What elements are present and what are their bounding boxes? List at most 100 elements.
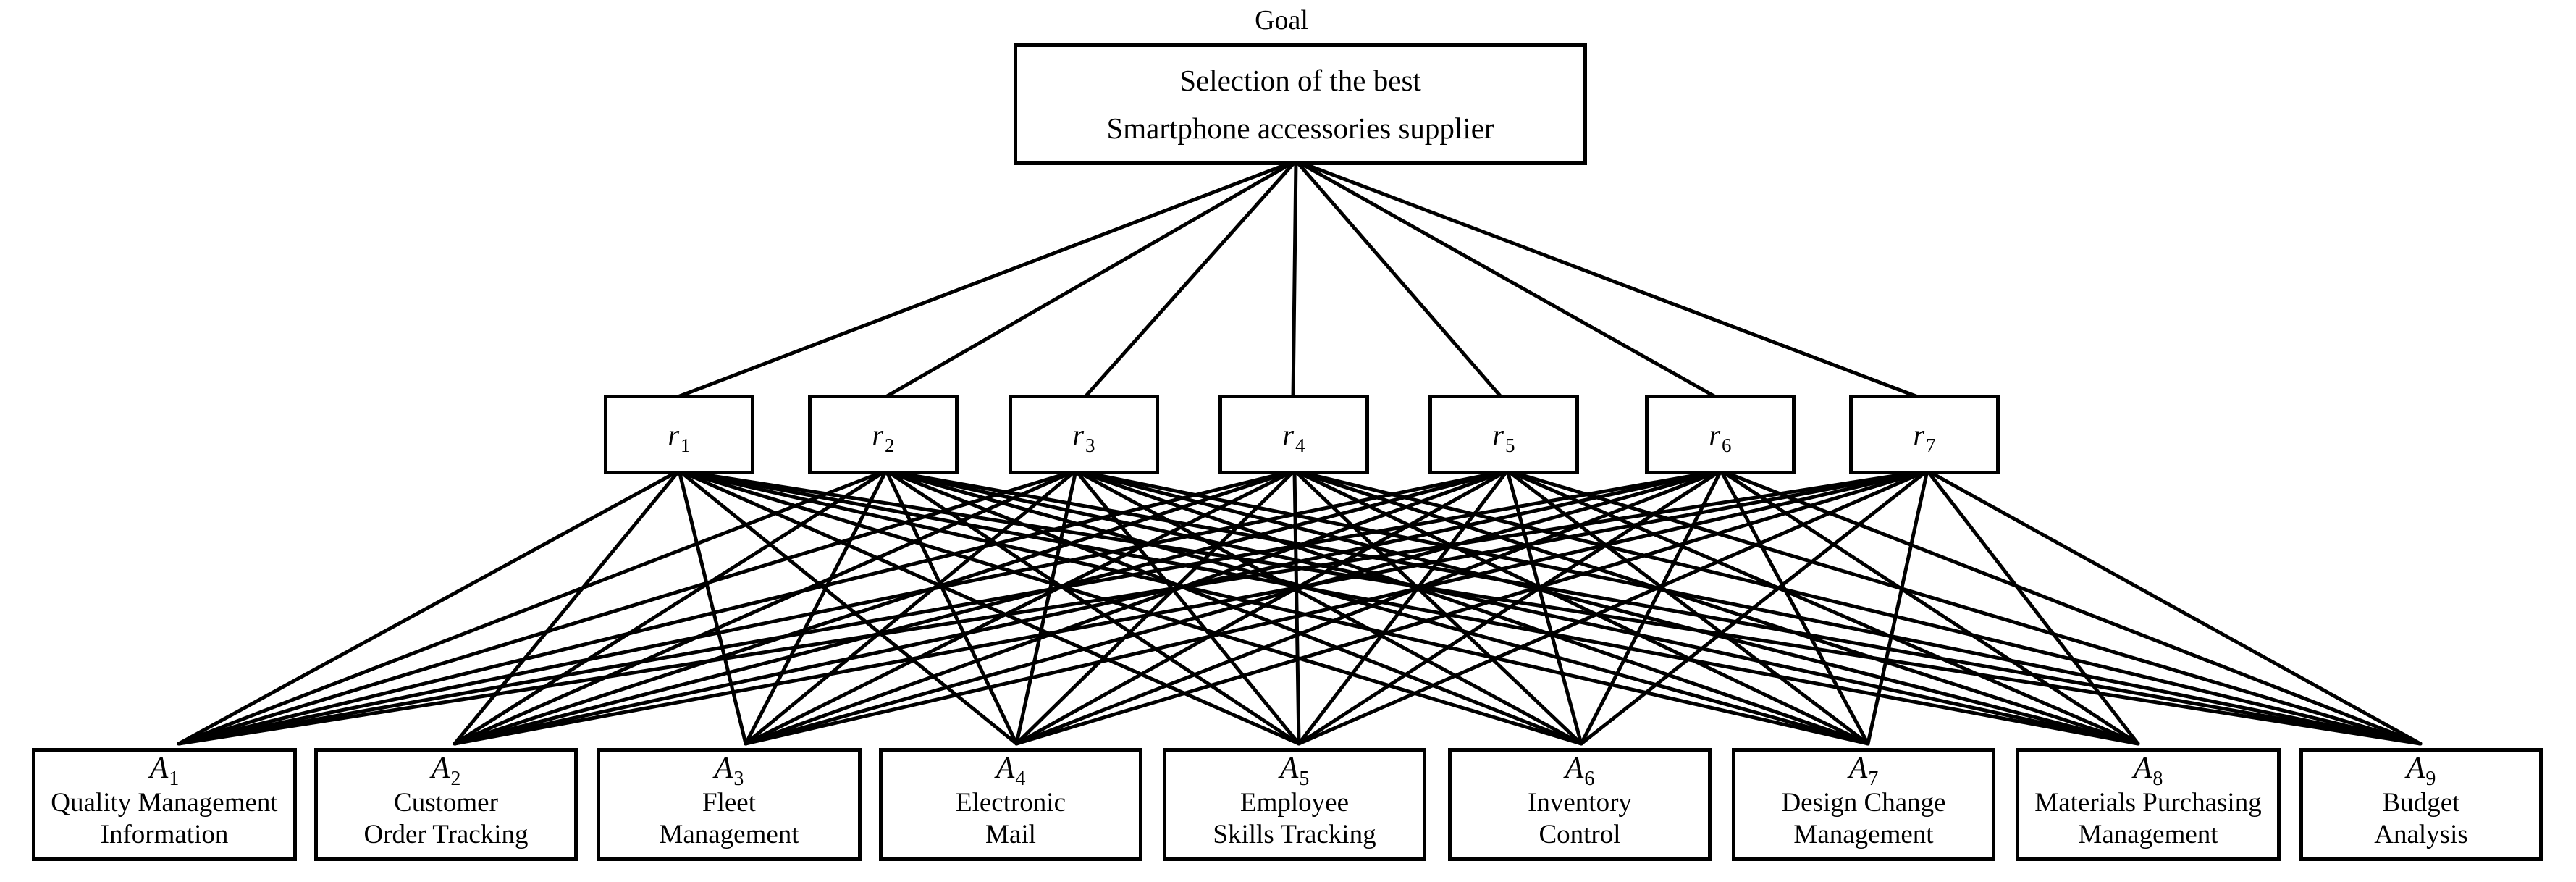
r6-to-a2-link <box>453 469 1723 746</box>
goal-to-r2-link <box>881 159 1298 400</box>
goal-line-1: Selection of the best <box>1179 64 1421 97</box>
r7-to-a5-link <box>1297 469 1929 746</box>
r7-to-a9-link <box>1925 469 2423 746</box>
criterion-r7: r7 <box>1849 395 2000 474</box>
r7-to-a4-link <box>1014 469 1929 746</box>
criterion-r3: r3 <box>1009 395 1159 474</box>
r4-to-a5-link <box>1292 469 1301 746</box>
r7-to-a8-link <box>1925 469 2140 746</box>
alternative-line-1: Customer <box>394 788 498 818</box>
r3-to-a9-link <box>1074 469 2423 746</box>
alternative-a4: A4 Electronic Mail <box>879 748 1142 861</box>
r3-to-a2-link <box>453 469 1078 746</box>
goal-box: Selection of the best Smartphone accesso… <box>1014 43 1587 165</box>
alternative-subscript: 8 <box>2152 768 2163 790</box>
r2-to-a7-link <box>884 469 1870 746</box>
r6-to-a8-link <box>1719 469 2140 746</box>
r2-to-a3-link <box>744 469 888 746</box>
r4-to-a1-link <box>177 469 1297 746</box>
alternative-subscript: 4 <box>1015 768 1026 790</box>
alternative-subscript: 3 <box>733 768 744 790</box>
alternative-a6: A6 Inventory Control <box>1448 748 1712 861</box>
alternative-a8: A8 Materials Purchasing Management <box>2016 748 2281 861</box>
alternative-subscript: 9 <box>2425 768 2436 790</box>
alternative-symbol: A <box>149 752 169 785</box>
criterion-r5: r5 <box>1428 395 1579 474</box>
alternative-line-2: Management <box>659 820 799 849</box>
criterion-symbol: r <box>1492 418 1504 451</box>
r3-to-a8-link <box>1074 469 2140 746</box>
alternative-line-1: Design Change <box>1781 788 1946 818</box>
alternative-line-2: Mail <box>985 820 1036 849</box>
r3-to-a3-link <box>744 469 1078 746</box>
goal-to-r6-link <box>1294 159 1720 400</box>
r7-to-a7-link <box>1866 469 1929 746</box>
alternative-a1: A1 Quality Management Information <box>32 748 297 861</box>
alternative-line-2: Control <box>1539 820 1621 849</box>
alternative-symbol: A <box>1848 752 1868 785</box>
alternative-symbol: A <box>996 752 1015 785</box>
alternative-line-1: Electronic <box>955 788 1066 818</box>
alternative-a3: A3 Fleet Management <box>597 748 862 861</box>
r7-to-a2-link <box>453 469 1929 746</box>
goal-to-r1-link <box>672 159 1298 400</box>
r5-to-a9-link <box>1505 469 2423 746</box>
alternative-subscript: 7 <box>1868 768 1879 790</box>
alternative-line-2: Management <box>1793 820 1934 849</box>
alternative-subscript: 5 <box>1299 768 1310 790</box>
alternative-symbol: A <box>1565 752 1584 785</box>
criterion-symbol: r <box>668 418 680 451</box>
alternative-line-2: Order Tracking <box>363 820 529 849</box>
goal-label: Goal <box>1255 5 1308 35</box>
criterion-r6: r6 <box>1645 395 1796 474</box>
r4-to-a7-link <box>1292 469 1870 746</box>
alternative-a2: A2 Customer Order Tracking <box>314 748 578 861</box>
criterion-r4: r4 <box>1218 395 1369 474</box>
criterion-symbol: r <box>1709 418 1721 451</box>
criterion-subscript: 2 <box>885 434 895 456</box>
r7-to-a3-link <box>744 469 1929 746</box>
r4-to-a4-link <box>1014 469 1297 746</box>
criterion-subscript: 4 <box>1295 434 1305 456</box>
r6-to-a3-link <box>744 469 1723 746</box>
r6-to-a9-link <box>1719 469 2423 746</box>
alternative-line-1: Inventory <box>1528 788 1632 818</box>
alternative-line-1: Quality Management <box>51 788 278 818</box>
alternative-a5: A5 Employee Skills Tracking <box>1163 748 1426 861</box>
r6-to-a4-link <box>1014 469 1723 746</box>
criterion-r2: r2 <box>808 395 959 474</box>
r1-to-a1-link <box>177 469 681 746</box>
criterion-symbol: r <box>1913 418 1925 451</box>
r5-to-a3-link <box>744 469 1510 746</box>
r6-to-a6-link <box>1579 469 1723 746</box>
alternative-line-1: Fleet <box>702 788 756 818</box>
r5-to-a6-link <box>1505 469 1583 746</box>
r4-to-a2-link <box>453 469 1297 746</box>
r2-to-a2-link <box>453 469 888 746</box>
r1-to-a2-link <box>453 469 681 746</box>
alternative-line-2: Skills Tracking <box>1213 820 1376 849</box>
r6-to-a5-link <box>1297 469 1723 746</box>
r6-to-a1-link <box>177 469 1723 746</box>
alternative-a9: A9 Budget Analysis <box>2299 748 2543 861</box>
r4-to-a8-link <box>1292 469 2140 746</box>
alternative-subscript: 2 <box>450 768 461 790</box>
alternative-line-1: Employee <box>1239 788 1349 818</box>
alternative-symbol: A <box>2406 752 2425 785</box>
criterion-subscript: 6 <box>1722 434 1732 456</box>
r5-to-a1-link <box>177 469 1510 746</box>
goal-to-r7-link <box>1294 159 1924 400</box>
criterion-symbol: r <box>1282 418 1295 451</box>
goal-to-criteria-links <box>672 159 1924 400</box>
alternative-line-2: Analysis <box>2374 820 2468 849</box>
alternative-line-1: Budget <box>2382 788 2460 818</box>
criterion-symbol: r <box>872 418 884 451</box>
criterion-symbol: r <box>1072 418 1085 451</box>
goal-to-r4-link <box>1291 159 1298 400</box>
r5-to-a2-link <box>453 469 1510 746</box>
alternative-subscript: 1 <box>169 768 180 790</box>
r6-to-a7-link <box>1719 469 1870 746</box>
r2-to-a9-link <box>884 469 2423 746</box>
r5-to-a7-link <box>1505 469 1870 746</box>
